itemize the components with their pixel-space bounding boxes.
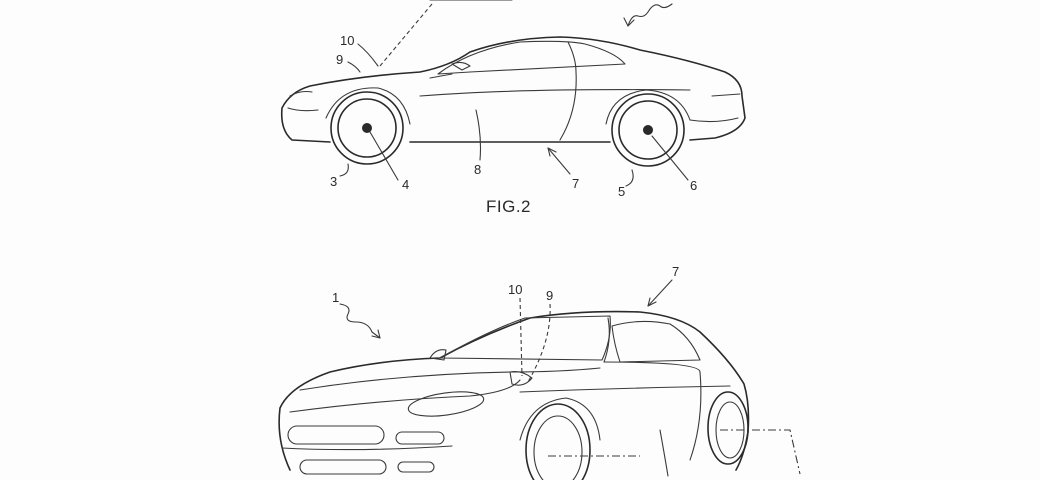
fig2-front-wheel	[330, 91, 404, 165]
leader-fig1-8	[659, 429, 669, 477]
leader-7	[547, 147, 571, 175]
fig1-front-arch	[519, 397, 601, 441]
fig1-ref-10: 10	[508, 282, 522, 297]
fig2-front-arch	[325, 87, 411, 125]
fig1-flap	[509, 371, 533, 386]
fig2-body-outline	[280, 36, 746, 143]
fig2-arrowhead	[623, 17, 635, 27]
fig2-wavy-leader	[627, 3, 673, 27]
fig1-rear-wheel	[707, 391, 749, 465]
fig1-fender-crease	[289, 379, 521, 413]
fig2-mirror	[451, 61, 471, 71]
fig1-ref-1: 1	[332, 290, 339, 305]
fig2-ref-10: 10	[340, 33, 354, 48]
fig2-ref-5: 5	[618, 184, 625, 199]
fig1-side-crease	[519, 385, 731, 393]
fig2-rear-tire-inner	[618, 100, 678, 160]
leader-9	[347, 61, 361, 73]
fig1-ref-9: 9	[546, 288, 553, 303]
leader-fig1-10	[519, 297, 523, 377]
fig2-ref-3: 3	[330, 174, 337, 189]
fig2-rear-hub	[643, 125, 653, 135]
fig2-side-view: 10 9 3 4 8 7 5 6 FIG.2	[280, 0, 746, 216]
fig1-mirror	[429, 349, 447, 361]
fig1-perspective-view: 1 10 9 7	[278, 264, 801, 480]
fig1-wavy-leader	[339, 303, 381, 339]
fig1-b-pillar	[603, 317, 610, 363]
fig2-door-line	[559, 71, 577, 141]
fig2-door-front	[429, 73, 453, 79]
leader-3	[339, 163, 349, 177]
leader-7-arrow	[547, 147, 557, 157]
fig2-front-tire-inner	[337, 98, 397, 158]
fig1-hood-line	[299, 367, 601, 391]
figure-caption: FIG.2	[486, 197, 531, 216]
fig1-fog-lamp	[397, 461, 435, 473]
fig2-rear-arch	[605, 89, 691, 125]
leader-fig1-7	[647, 279, 673, 307]
fig1-wavy-arrow	[371, 329, 381, 339]
fig2-b-pillar	[567, 41, 577, 73]
leader-fig1-9	[527, 303, 551, 383]
leader-10	[357, 43, 379, 67]
leader-8	[475, 109, 482, 161]
fig1-body-outline	[278, 310, 750, 471]
fig2-front-detail	[287, 90, 319, 112]
leader-fig1-7-arrow	[647, 297, 657, 307]
leader-4	[369, 131, 399, 181]
fig2-rear-detail	[689, 93, 741, 123]
fig1-bumper-line	[281, 445, 453, 451]
fig1-ref-7: 7	[672, 264, 679, 279]
leader-5	[625, 169, 634, 187]
fig1-front-wheel	[525, 403, 591, 480]
fig1-side-window	[611, 320, 701, 363]
fig1-lower-intake	[299, 459, 387, 475]
fig1-axle-rear	[720, 429, 801, 475]
fig2-ref-6: 6	[690, 178, 697, 193]
fig1-windshield	[439, 315, 611, 361]
fig1-lamp-right	[395, 431, 445, 445]
fig2-ref-7: 7	[572, 176, 579, 191]
leader-6	[651, 135, 689, 181]
fig2-ref-4: 4	[402, 177, 409, 192]
fig2-front-hub	[362, 123, 372, 133]
fig1-door	[603, 361, 702, 461]
fig2-rear-wheel	[611, 93, 685, 167]
fig1-grille	[287, 425, 385, 445]
fig1-hood-vent	[407, 391, 485, 417]
fig1-front-wheel-inner	[533, 415, 583, 480]
fig2-window	[437, 40, 626, 75]
fig2-ref-8: 8	[474, 162, 481, 177]
fig2-dashed-leader	[379, 3, 433, 67]
fig2-ref-9: 9	[336, 52, 343, 67]
